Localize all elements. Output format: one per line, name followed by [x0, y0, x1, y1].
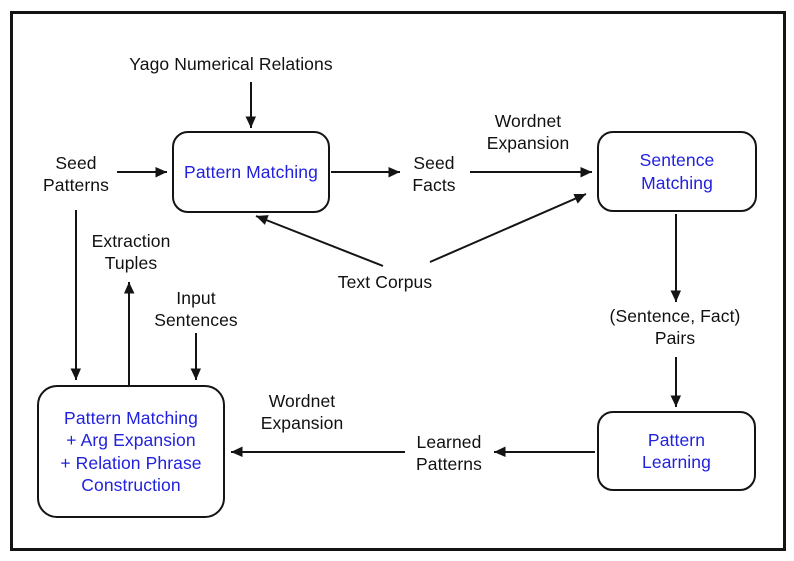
node-pattern-matching: Pattern Matching [172, 131, 330, 213]
label-extraction-tuples: Extraction Tuples [91, 231, 171, 273]
label-wordnet-expansion-top: Wordnet Expansion [486, 111, 570, 153]
label-wordnet-expansion-bottom: Wordnet Expansion [260, 391, 344, 433]
label-sentence-fact-pairs: (Sentence, Fact) Pairs [609, 306, 741, 348]
label-input-sentences: Input Sentences [154, 288, 238, 330]
label-text-corpus: Text Corpus [337, 272, 433, 292]
label-yago-numerical-relations: Yago Numerical Relations [129, 54, 333, 74]
label-seed-patterns: Seed Patterns [43, 153, 109, 195]
node-sentence-matching: Sentence Matching [597, 131, 757, 212]
label-learned-patterns: Learned Patterns [416, 432, 482, 474]
node-pattern-learning: Pattern Learning [597, 411, 756, 491]
label-seed-facts: Seed Facts [412, 153, 456, 195]
node-pattern-matching-arg-expansion: Pattern Matching + Arg Expansion + Relat… [37, 385, 225, 518]
